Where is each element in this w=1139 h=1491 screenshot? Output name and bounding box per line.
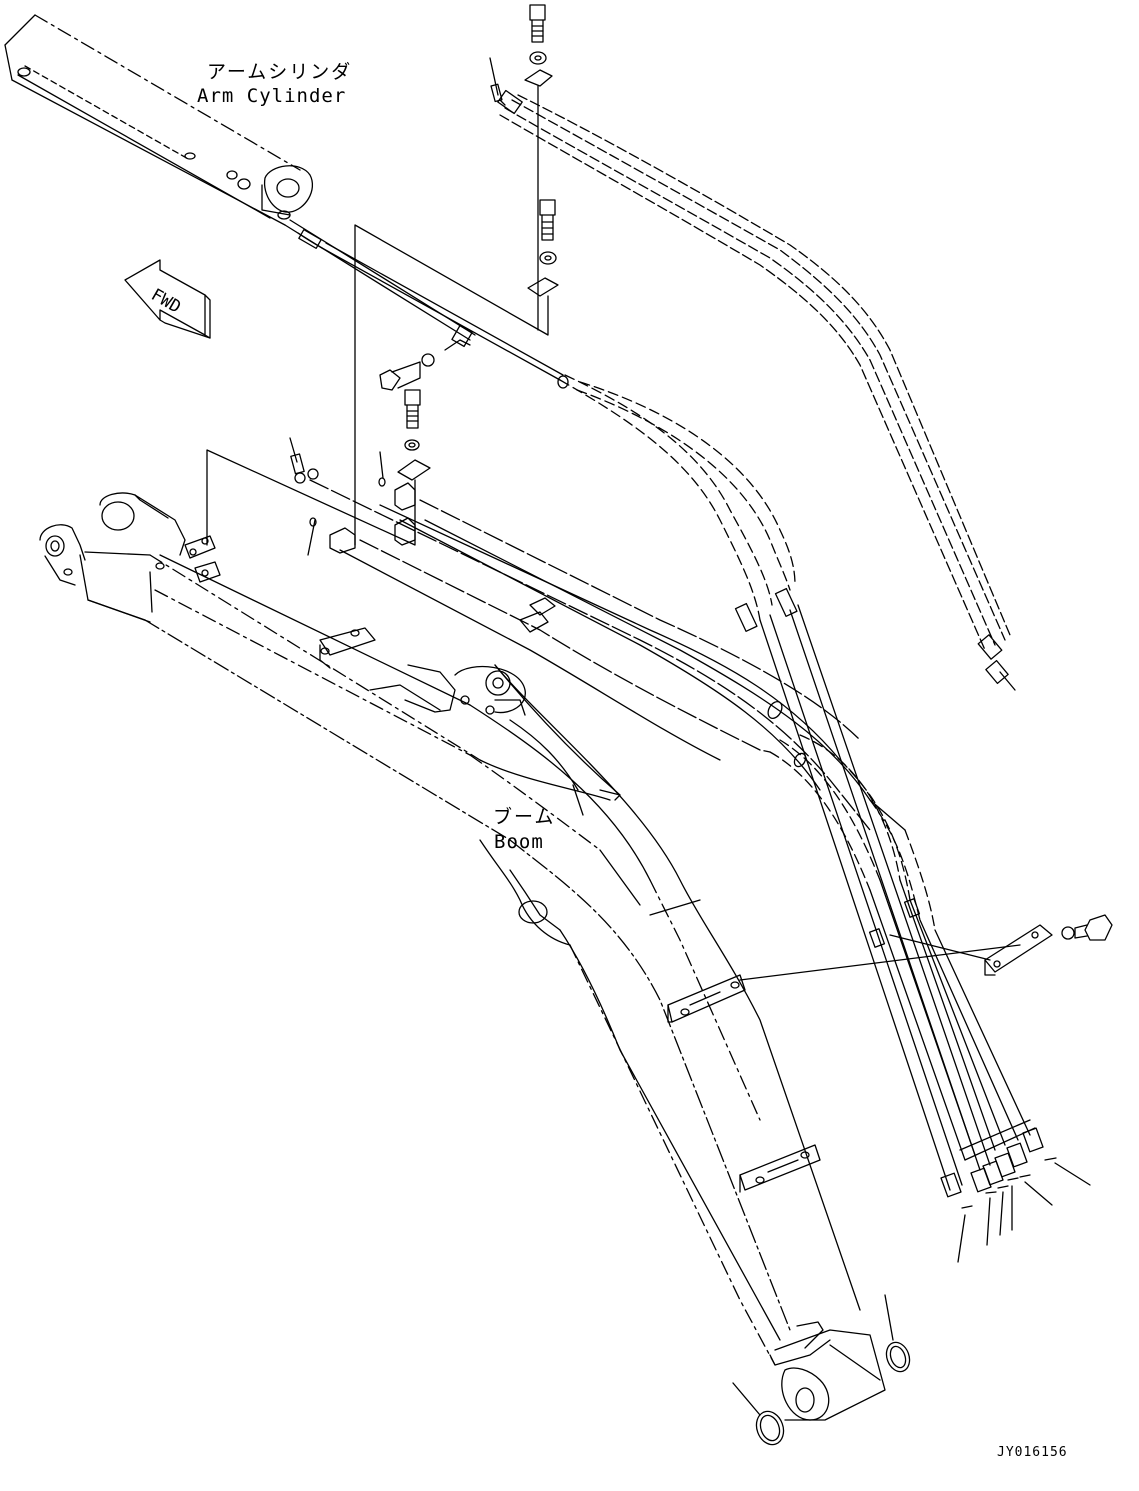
fwd-arrow-icon: FWD: [124, 259, 211, 339]
boom-label-jp: ブーム: [493, 806, 556, 828]
hoses: [309, 89, 1044, 1198]
boom: [39, 492, 886, 1421]
drawing-code: JY016156: [997, 1445, 1068, 1460]
o-rings: [732, 1157, 1091, 1446]
arm-cylinder-label-en: Arm Cylinder: [197, 85, 347, 107]
arm-cylinder-label-jp: アームシリンダ: [207, 61, 353, 83]
arm-cylinder: [4, 14, 564, 381]
boom-label-en: Boom: [494, 831, 544, 853]
clamps-and-bolts: [206, 4, 1113, 981]
